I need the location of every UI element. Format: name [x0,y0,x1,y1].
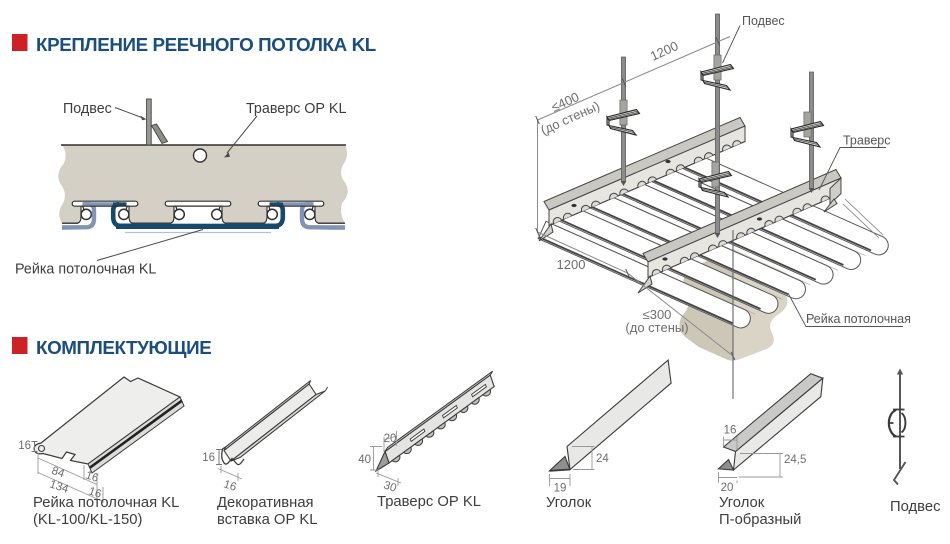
svg-text:134: 134 [48,478,71,496]
svg-text:(до стены): (до стены) [625,320,688,335]
svg-text:40: 40 [358,454,371,466]
svg-text:30: 30 [382,479,398,494]
svg-text:16: 16 [18,440,31,452]
svg-text:Траверс ОР KL: Траверс ОР KL [246,101,346,117]
svg-text:16: 16 [222,478,238,493]
svg-text:вставка ОР KL: вставка ОР KL [217,512,318,528]
svg-text:Рейка потолочная: Рейка потолочная [806,312,911,326]
svg-text:24,5: 24,5 [784,454,806,466]
svg-text:Рейка потолочная KL: Рейка потолочная KL [33,495,179,511]
svg-text:Подвес: Подвес [890,499,941,515]
svg-text:КРЕПЛЕНИЕ РЕЕЧНОГО ПОТОЛКА KL: КРЕПЛЕНИЕ РЕЕЧНОГО ПОТОЛКА KL [36,34,376,55]
svg-text:Уголок: Уголок [719,495,765,511]
svg-text:Уголок: Уголок [546,495,592,511]
svg-text:(KL-100/KL-150): (KL-100/KL-150) [33,512,142,528]
svg-text:16: 16 [84,469,100,484]
svg-text:20: 20 [721,482,734,494]
svg-text:Подвес: Подвес [742,14,785,28]
svg-text:≤300: ≤300 [643,307,672,322]
svg-text:16: 16 [724,425,737,437]
svg-text:Подвес: Подвес [63,101,112,117]
svg-text:1200: 1200 [557,257,586,272]
svg-text:24: 24 [596,453,609,465]
svg-text:П-образный: П-образный [719,512,801,528]
svg-text:Декоративная: Декоративная [217,495,314,511]
svg-text:16: 16 [87,485,103,500]
svg-text:84: 84 [50,465,66,481]
svg-text:16: 16 [202,452,215,464]
svg-text:19: 19 [554,483,567,495]
svg-text:Рейка потолочная KL: Рейка потолочная KL [15,262,156,278]
svg-text:КОМПЛЕКТУЮЩИЕ: КОМПЛЕКТУЮЩИЕ [36,337,211,358]
svg-text:20: 20 [384,433,397,445]
svg-text:Траверс: Траверс [843,134,891,148]
svg-text:Траверс ОР KL: Траверс ОР KL [377,494,481,510]
